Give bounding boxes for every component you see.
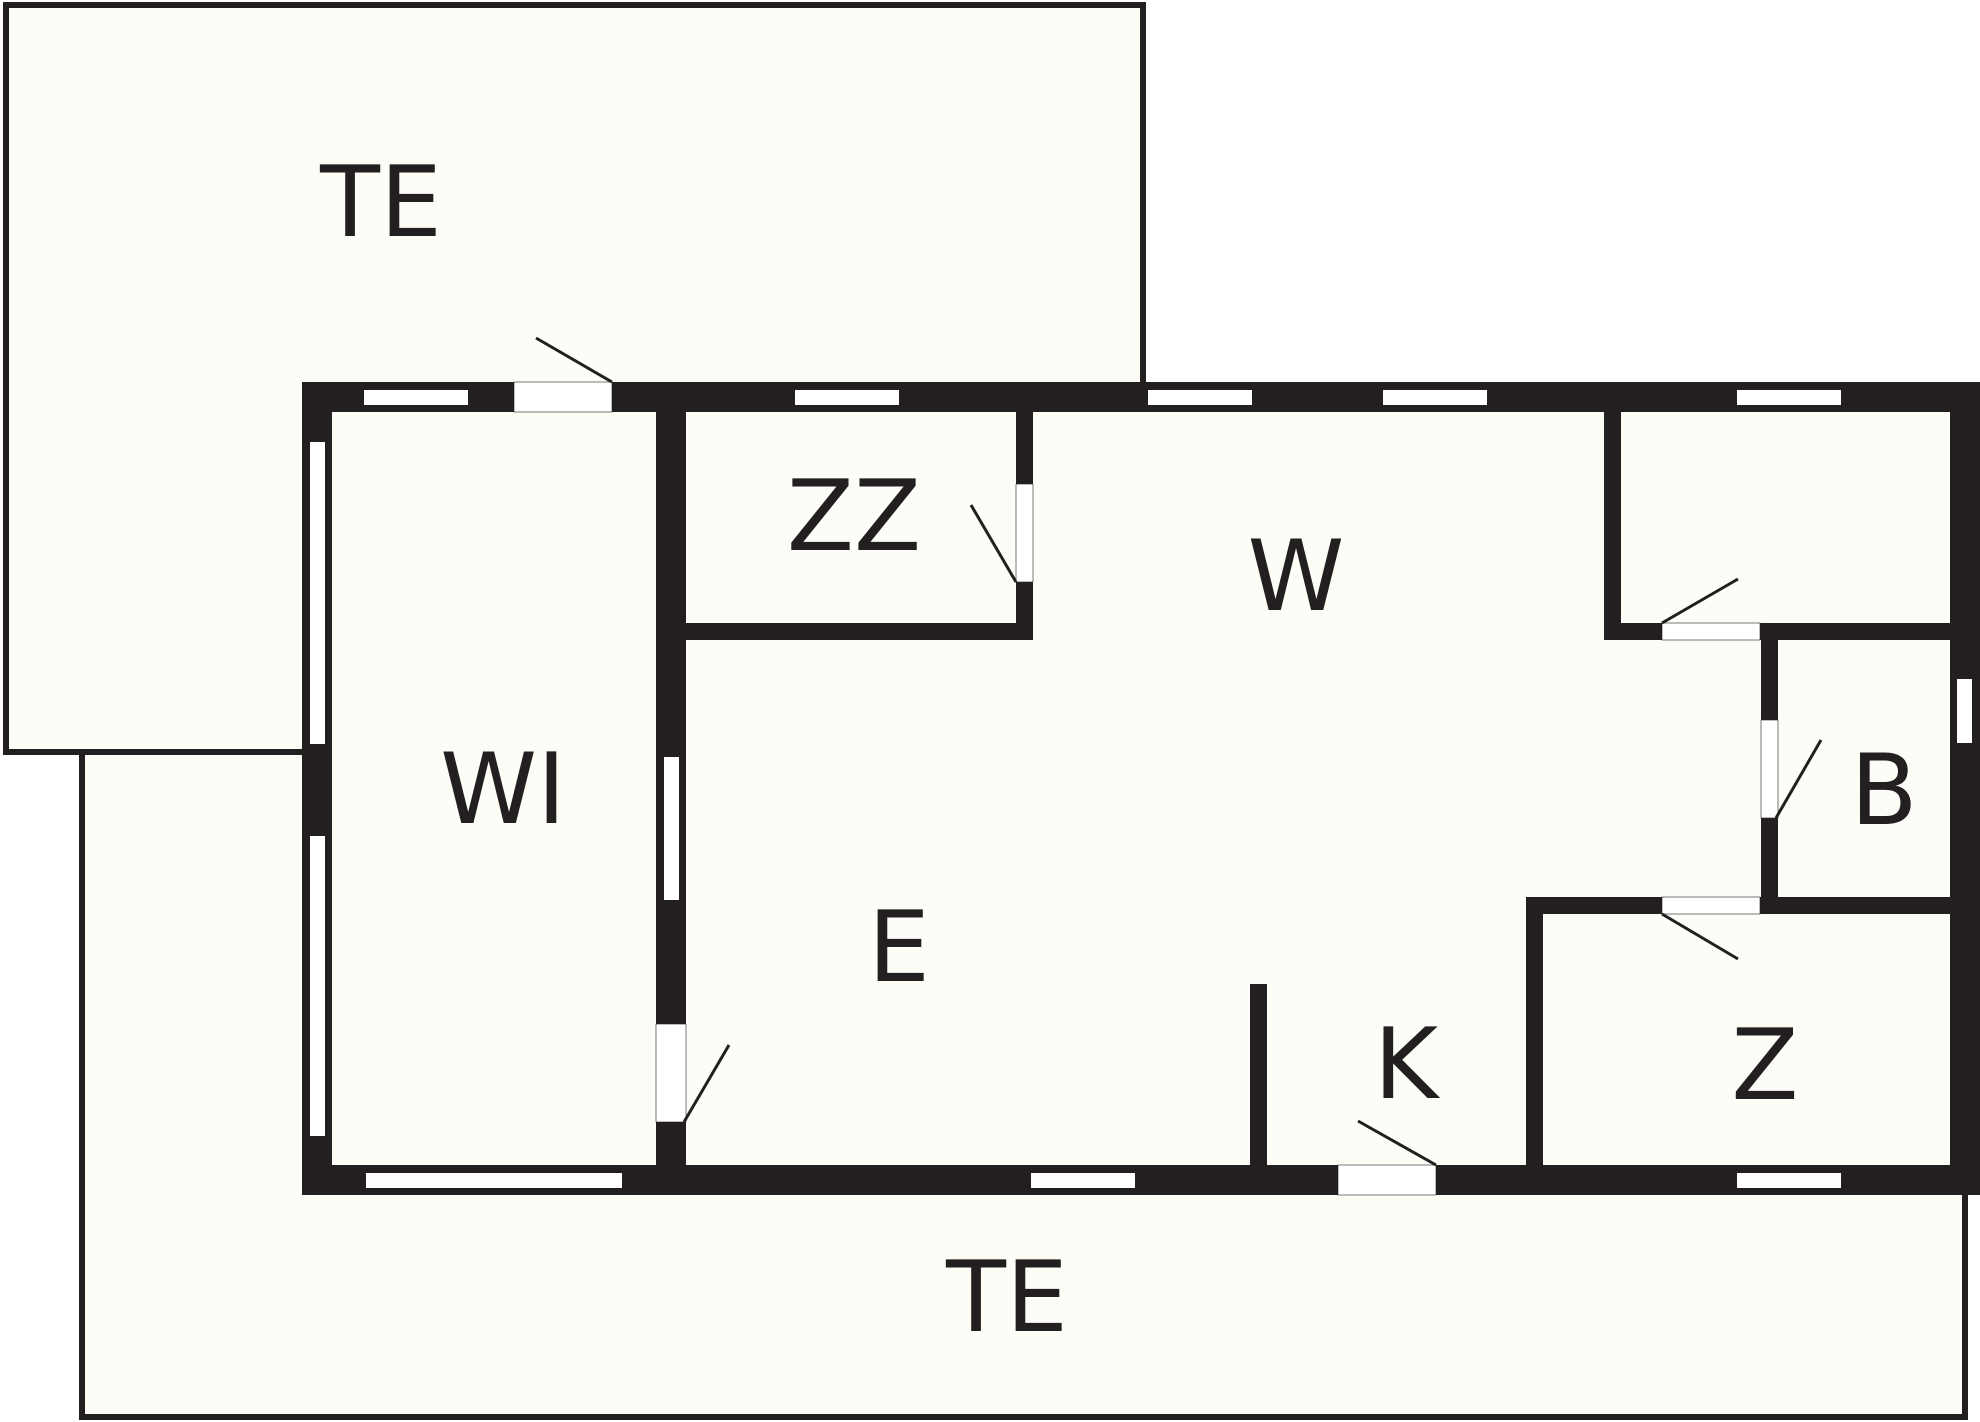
interior-floor bbox=[302, 382, 1975, 1195]
bathroom-label: B bbox=[1850, 734, 1917, 848]
window bbox=[1735, 1171, 1843, 1190]
south-east-room-label: Z bbox=[1731, 1009, 1798, 1123]
living-room-label: W bbox=[1248, 520, 1345, 634]
door-opening bbox=[1760, 719, 1779, 819]
window bbox=[362, 388, 470, 407]
door-opening bbox=[655, 1023, 687, 1123]
door-openings bbox=[513, 381, 1779, 1196]
door-opening bbox=[1337, 1164, 1437, 1196]
door-swing bbox=[1357, 1119, 1437, 1167]
door-opening bbox=[1015, 483, 1034, 583]
hall-label: E bbox=[868, 891, 930, 1005]
terrace-north-label: TE bbox=[319, 146, 442, 260]
window bbox=[308, 440, 327, 746]
door-swing bbox=[1661, 912, 1739, 961]
door-opening bbox=[1661, 622, 1761, 641]
door-opening bbox=[513, 381, 613, 413]
window bbox=[1029, 1171, 1137, 1190]
door-swing bbox=[969, 504, 1018, 583]
terrace-south-label: TE bbox=[945, 1241, 1068, 1355]
window bbox=[308, 834, 327, 1138]
door-opening bbox=[1661, 896, 1761, 915]
window bbox=[1735, 388, 1843, 407]
west-room-label: WI bbox=[440, 733, 566, 847]
window bbox=[1381, 388, 1489, 407]
window bbox=[662, 755, 681, 902]
door-swing bbox=[535, 336, 613, 384]
door-swings bbox=[535, 336, 1823, 1167]
window bbox=[1146, 388, 1254, 407]
kitchen-label: K bbox=[1374, 1008, 1441, 1122]
door-swing bbox=[682, 1044, 731, 1123]
window bbox=[793, 388, 901, 407]
windows bbox=[308, 388, 1974, 1190]
window bbox=[364, 1171, 624, 1190]
window bbox=[1955, 677, 1974, 745]
door-swing bbox=[1661, 577, 1739, 625]
door-swing bbox=[1774, 739, 1823, 819]
north-room-label: ZZ bbox=[787, 460, 921, 574]
